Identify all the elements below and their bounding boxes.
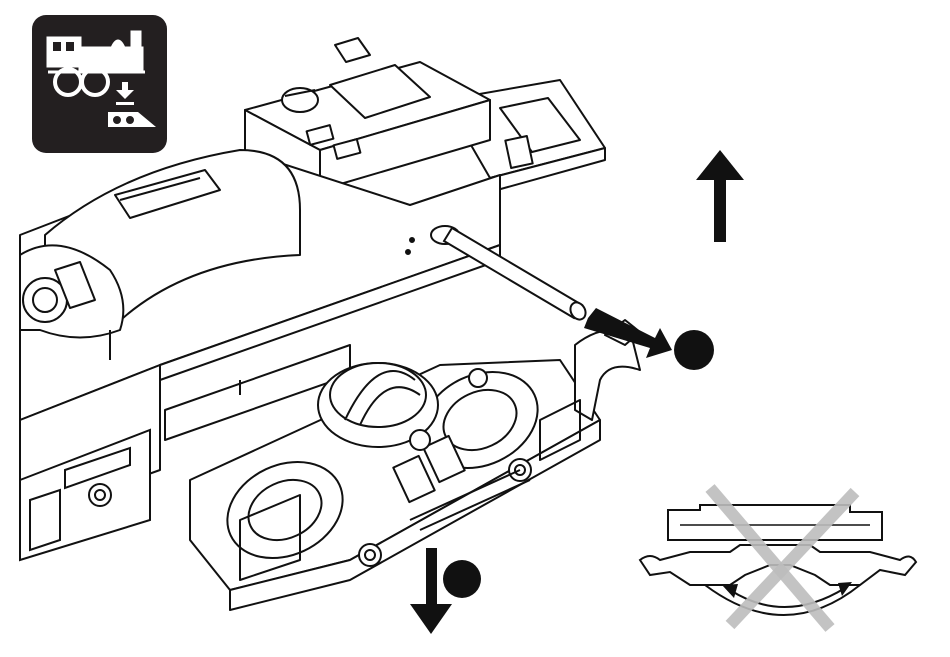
lift-body-arrow — [696, 150, 744, 242]
locomotive-service-icon — [32, 15, 167, 153]
wrong-rotation-inset — [640, 488, 916, 628]
step-dot-rear — [443, 560, 481, 598]
axle-pin — [444, 228, 589, 322]
front-truck — [190, 320, 640, 610]
step-dot-front — [674, 330, 714, 370]
lower-truck-arrow — [410, 548, 452, 634]
